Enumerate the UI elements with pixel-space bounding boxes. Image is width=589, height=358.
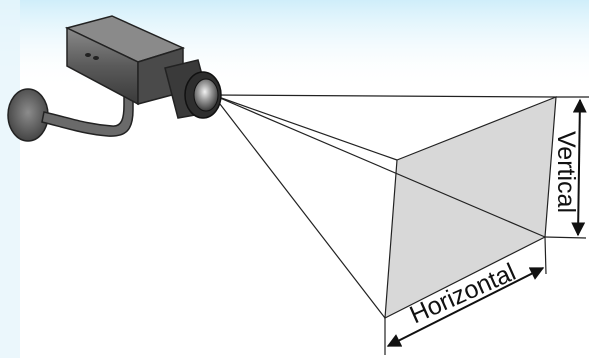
mount-plate (8, 89, 48, 141)
vertical-label: Vertical (552, 131, 580, 213)
camera-indicator-2 (93, 56, 99, 60)
lens-glass (194, 79, 218, 111)
camera-indicator-1 (85, 53, 91, 57)
background-band-left (0, 0, 20, 358)
